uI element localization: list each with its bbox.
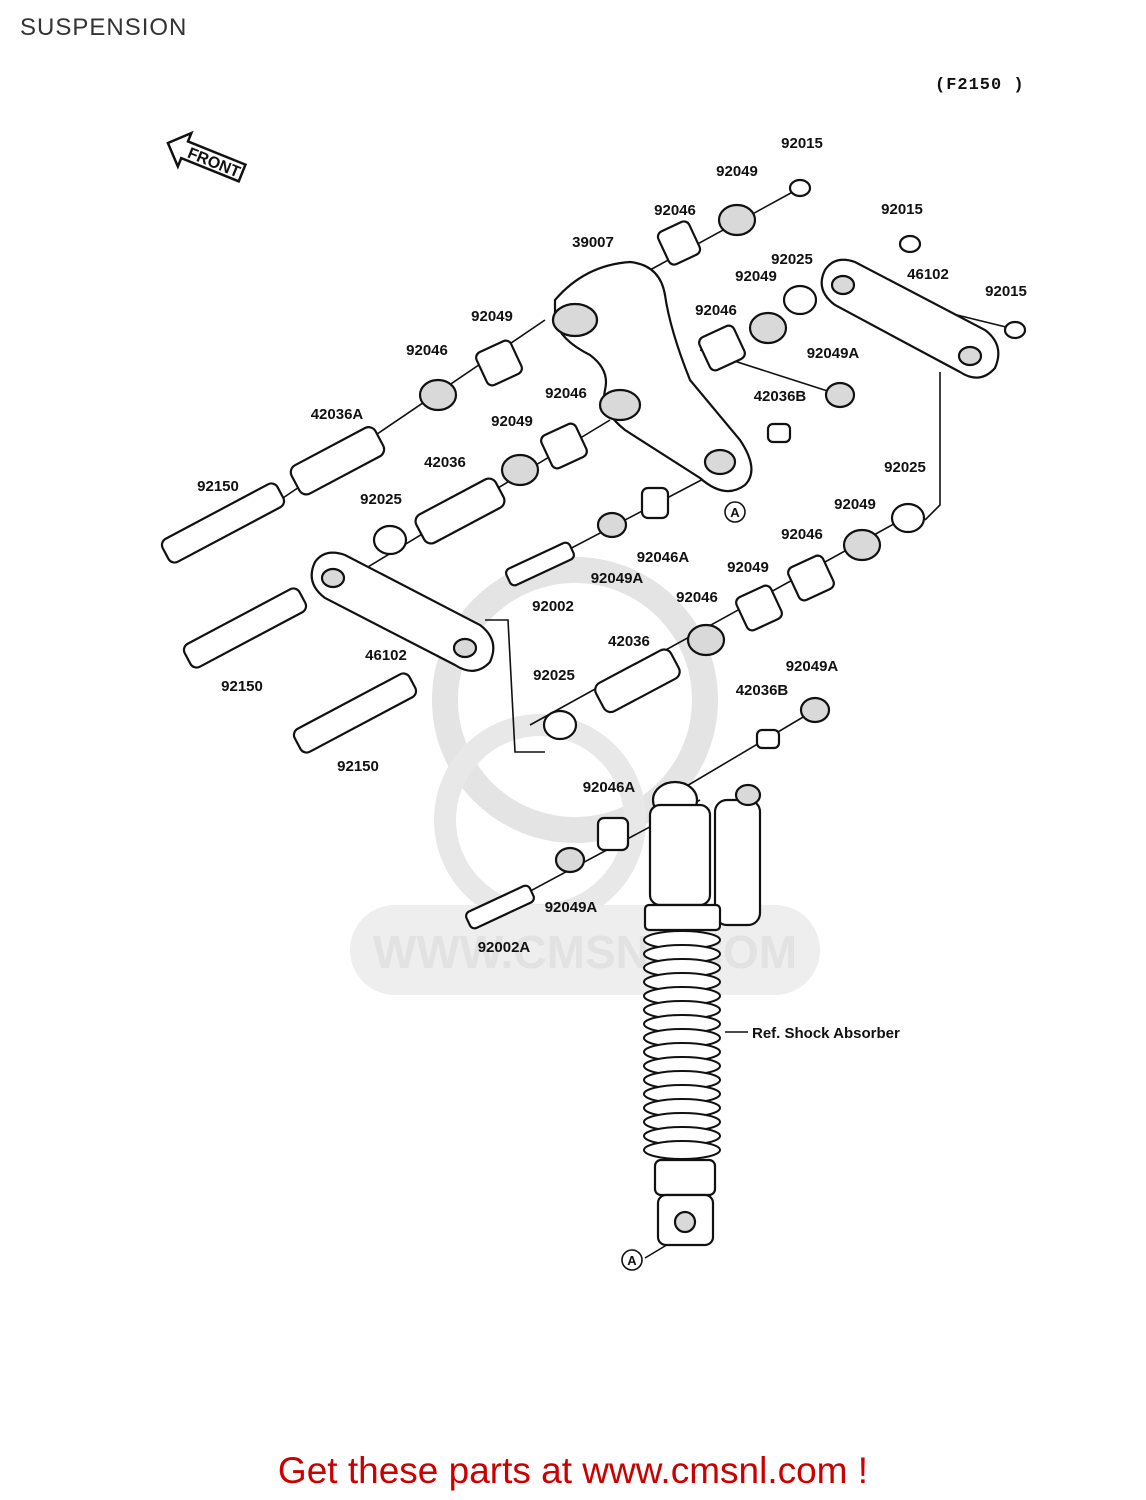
part-label: 92002 — [532, 598, 574, 615]
tie-rod-lower — [310, 551, 495, 672]
part-label: 92049A — [591, 570, 644, 587]
part-label: 92150 — [337, 758, 379, 775]
watermark-text: WWW.CMSNL.COM — [373, 926, 797, 978]
part-label: 46102 — [907, 266, 949, 283]
part-label: 92046 — [781, 526, 823, 543]
front-arrow: FRONT — [166, 130, 248, 183]
rocker-arm — [551, 260, 753, 493]
reference-markers: A A — [621, 501, 746, 1271]
part-label: 42036 — [608, 633, 650, 650]
part-label: 92015 — [985, 283, 1027, 300]
part-label: 92049A — [545, 899, 598, 916]
part-label: 92025 — [533, 667, 575, 684]
marker-a-lower: A — [627, 1253, 637, 1268]
part-label: 92049 — [716, 163, 758, 180]
part-label: 92002A — [478, 939, 531, 956]
shock-absorber — [643, 780, 762, 1247]
part-label: 92049 — [735, 268, 777, 285]
part-label: 92049A — [786, 658, 839, 675]
diagram-code: (F2150 ) — [935, 76, 1025, 95]
marker-a-upper: A — [730, 505, 740, 520]
page-title: SUSPENSION — [20, 14, 188, 41]
part-label: 92150 — [221, 678, 263, 695]
part-label: 92046 — [406, 342, 448, 359]
exploded-parts-diagram: WWW.CMSNL.COM FRONT — [160, 130, 1027, 1271]
part-label: 92046 — [654, 202, 696, 219]
front-label: FRONT — [185, 145, 243, 181]
part-label: 92025 — [771, 251, 813, 268]
part-label: 46102 — [365, 647, 407, 664]
part-label: 92046A — [583, 779, 636, 796]
footer-cta[interactable]: Get these parts at www.cmsnl.com ! — [277, 1450, 869, 1491]
part-label: 39007 — [572, 234, 614, 251]
reference-label: Ref. Shock Absorber — [752, 1025, 900, 1042]
tie-rod-upper — [820, 258, 1000, 379]
part-label: 92049 — [834, 496, 876, 513]
part-label: 92049 — [471, 308, 513, 325]
part-label: 92049A — [807, 345, 860, 362]
small-parts — [160, 178, 1027, 930]
part-label: 92025 — [360, 491, 402, 508]
spring-coils — [643, 930, 721, 1160]
part-label: 42036B — [736, 682, 789, 699]
part-label: 92049 — [727, 559, 769, 576]
part-label: 92025 — [884, 459, 926, 476]
part-label: 92046 — [676, 589, 718, 606]
part-label: 42036 — [424, 454, 466, 471]
part-label: 42036A — [311, 406, 364, 423]
part-label: 92046A — [637, 549, 690, 566]
part-label: 92046 — [545, 385, 587, 402]
part-label: 42036B — [754, 388, 807, 405]
part-label: 92150 — [197, 478, 239, 495]
part-label: 92015 — [781, 135, 823, 152]
part-label: 92015 — [881, 201, 923, 218]
spring-coil — [643, 1140, 721, 1160]
part-label: 92049 — [491, 413, 533, 430]
part-label: 92046 — [695, 302, 737, 319]
